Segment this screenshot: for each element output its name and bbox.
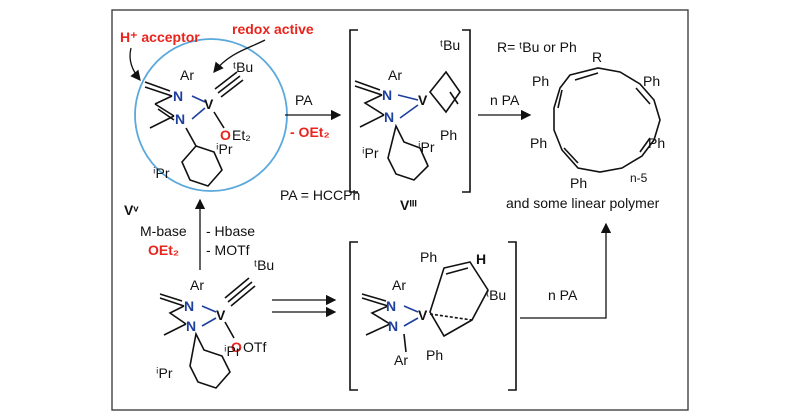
atom-otf: OTf xyxy=(243,339,266,355)
scheme-frame xyxy=(111,9,689,411)
atom-ar-bottom: Ar xyxy=(394,352,408,368)
label-oet2: OEt₂ xyxy=(148,242,179,258)
atom-ipr-left: ⁱPr xyxy=(156,365,173,381)
atom-h: H xyxy=(476,251,486,267)
label-n-minus-5: n-5 xyxy=(630,171,648,185)
label-h-acceptor: H⁺ acceptor xyxy=(120,29,200,45)
atom-ph-4: Ph xyxy=(648,135,665,151)
atom-tbu: ᵗBu xyxy=(233,59,253,75)
atom-ipr-right: ⁱPr xyxy=(224,343,241,359)
macrocycle: R Ph Ph Ph Ph Ph xyxy=(530,49,665,191)
complex-metallacycle: N N Ar Ar V Ph H ᵗBu Ph xyxy=(361,249,506,368)
label-n-pa-bottom: n PA xyxy=(548,287,578,303)
atom-ipr-left: ⁱPr xyxy=(362,145,379,161)
atom-ar-top: Ar xyxy=(392,277,406,293)
atom-ph-1: Ph xyxy=(532,73,549,89)
atom-n1: N xyxy=(386,298,396,314)
atom-v: V xyxy=(204,96,214,112)
atom-ar: Ar xyxy=(180,67,194,83)
atom-n2: N xyxy=(388,318,398,334)
atom-v: V xyxy=(418,307,428,323)
label-pa-def: PA = HCCPh xyxy=(280,187,360,203)
label-h-base: - Hbase xyxy=(206,223,255,239)
atom-r: R xyxy=(592,49,602,65)
atom-tbu: ᵗBu xyxy=(486,287,506,303)
atom-ipr-left: ⁱPr xyxy=(153,165,170,181)
atom-ph: Ph xyxy=(440,127,457,143)
label-motf: - MOTf xyxy=(206,242,250,258)
label-v3: Vᴵᴵᴵ xyxy=(400,197,417,213)
atom-ph-5: Ph xyxy=(570,175,587,191)
bracket-right-bottom xyxy=(508,241,517,391)
atom-ph-top: Ph xyxy=(420,249,437,265)
atom-ipr-right: ⁱPr xyxy=(418,139,435,155)
atom-n1: N xyxy=(382,87,392,103)
atom-tbu: ᵗBu xyxy=(254,257,274,273)
atom-v: V xyxy=(418,92,428,108)
atom-ph-bottom: Ph xyxy=(426,347,443,363)
complex-v3: N N Ar V ᵗBu Ph ⁱPr ⁱPr xyxy=(354,37,461,181)
atom-n2: N xyxy=(384,109,394,125)
bracket-left-top xyxy=(349,29,358,193)
complex-v-otf: N N Ar V ᵗBu O OTf ⁱPr ⁱPr xyxy=(156,257,274,389)
label-n-pa-top: n PA xyxy=(490,92,520,108)
atom-v: V xyxy=(216,307,226,323)
atom-n1: N xyxy=(173,88,183,104)
label-m-base: M-base xyxy=(140,223,187,239)
complex-v5: N N Ar V ᵗBu O Et₂ ⁱPr ⁱPr xyxy=(144,59,253,187)
atom-n2: N xyxy=(175,111,185,127)
atom-ar: Ar xyxy=(190,277,204,293)
label-pa: PA xyxy=(295,92,313,108)
arrow-n-pa-bottom xyxy=(520,222,612,319)
label-r-def: R= ᵗBu or Ph xyxy=(497,39,577,55)
atom-o: O xyxy=(220,127,231,143)
atom-n1: N xyxy=(184,298,194,314)
bracket-right-top xyxy=(462,29,471,193)
redox-active-arrow xyxy=(213,39,266,74)
atom-o: O xyxy=(231,339,242,355)
atom-ph-3: Ph xyxy=(530,135,547,151)
atom-ar: Ar xyxy=(388,67,402,83)
h-acceptor-arrow xyxy=(129,47,141,82)
label-minus-oet2: - OEt₂ xyxy=(290,124,330,140)
atom-tbu: ᵗBu xyxy=(440,37,460,53)
atom-ipr-right: ⁱPr xyxy=(216,141,233,157)
atom-n2: N xyxy=(186,318,196,334)
label-v5: Vᵛ xyxy=(124,202,139,218)
bracket-left-bottom xyxy=(349,241,358,391)
label-linear-polymer: and some linear polymer xyxy=(506,195,660,211)
atom-et2: Et₂ xyxy=(232,127,251,143)
atom-ph-2: Ph xyxy=(643,73,660,89)
label-redox-active: redox active xyxy=(232,21,314,37)
